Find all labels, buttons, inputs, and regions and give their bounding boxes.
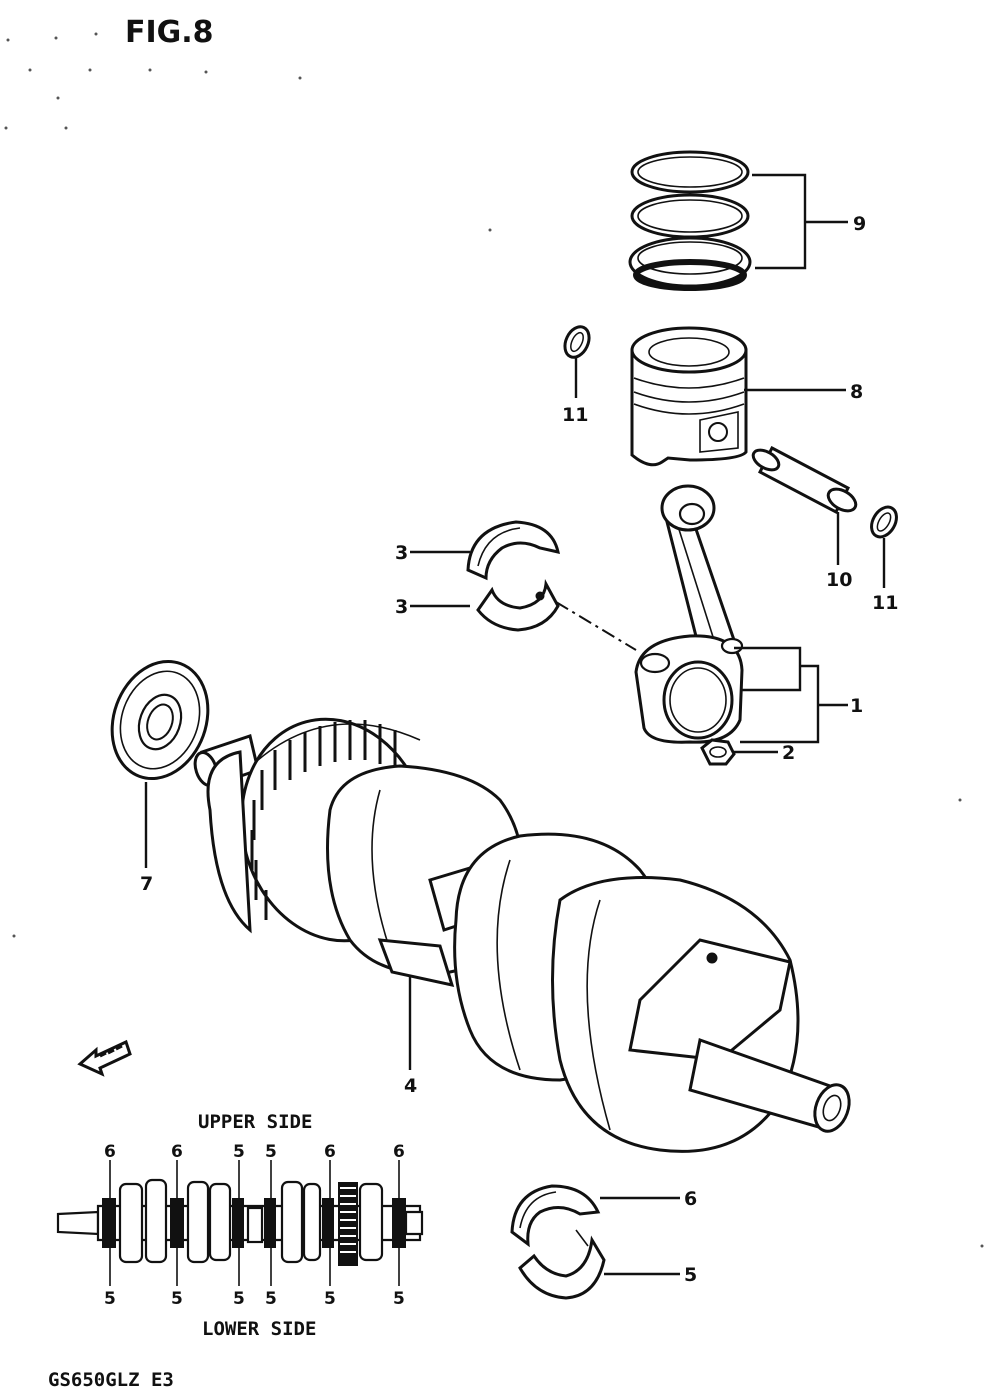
piston: [630, 326, 748, 467]
callout-3-upper: 3: [395, 542, 408, 564]
scan-noise: [4, 32, 984, 1248]
connecting-rod: [634, 484, 744, 744]
callout-11-left: 11: [562, 404, 588, 426]
upper-bearing-number: 5: [233, 1142, 245, 1162]
callout-7: 7: [140, 873, 153, 895]
callout-4: 4: [404, 1075, 417, 1097]
lower-bearing-number: 5: [233, 1289, 245, 1309]
leader-9: [752, 173, 848, 270]
piston-pin-circlip-left: [563, 325, 591, 359]
lower-side-label: LOWER SIDE: [202, 1318, 316, 1340]
upper-bearing-number: 5: [265, 1142, 277, 1162]
piston-pin: [751, 445, 858, 515]
callout-5: 5: [684, 1264, 697, 1286]
upper-bearing-number: 6: [393, 1142, 405, 1162]
callout-3-lower: 3: [395, 596, 408, 618]
upper-bearing-number: 6: [171, 1142, 183, 1162]
piston-pin-circlip-right: [870, 505, 898, 539]
assembly-centerline: [555, 601, 637, 651]
callout-10: 10: [826, 569, 852, 591]
lower-bearing-number: 5: [104, 1289, 116, 1309]
crankshaft-oil-seal: [110, 659, 210, 781]
upper-side-label: UPPER SIDE: [198, 1111, 312, 1133]
figure-title: FIG.8: [125, 15, 214, 50]
connecting-rod-nut: [700, 738, 736, 766]
crankshaft-bearing-upper: [510, 1184, 601, 1248]
bearing-location-inset: UPPER SIDE LOWER SIDE: [56, 1111, 424, 1340]
crankshaft: [193, 717, 851, 1153]
upper-bearing-number: 6: [324, 1142, 336, 1162]
callout-11-right: 11: [872, 592, 898, 614]
callout-9: 9: [853, 213, 866, 235]
front-direction-arrow-icon: [77, 1039, 132, 1077]
lower-bearing-number: 5: [393, 1289, 405, 1309]
piston-rings: [628, 150, 752, 291]
model-code: GS650GLZ E3: [48, 1369, 174, 1391]
lower-bearing-number: 5: [171, 1289, 183, 1309]
callout-6: 6: [684, 1188, 697, 1210]
lower-bearing-number: 5: [265, 1289, 277, 1309]
lower-bearing-number: 5: [324, 1289, 336, 1309]
callout-1: 1: [850, 695, 863, 717]
leader-1: [734, 646, 820, 744]
callout-8: 8: [850, 381, 863, 403]
conrod-bearing-lower: [476, 579, 560, 632]
callout-2: 2: [782, 742, 795, 764]
crankshaft-bearing-lower: [518, 1229, 606, 1300]
upper-bearing-number: 6: [104, 1142, 116, 1162]
conrod-bearing-upper: [466, 520, 560, 581]
